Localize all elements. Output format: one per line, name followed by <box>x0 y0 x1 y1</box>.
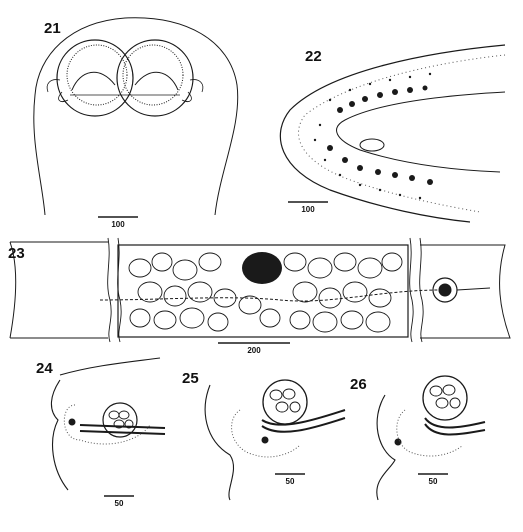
fig22-outer-edge <box>279 44 506 223</box>
fig23-tube <box>99 289 441 302</box>
fig24-vesicle <box>63 404 151 445</box>
fig26-duct <box>424 417 486 436</box>
fig24-pore <box>68 418 76 426</box>
fig25-duct <box>261 409 346 433</box>
fig23-break-left <box>107 237 122 343</box>
fig23-dark-mass <box>242 252 282 284</box>
fig22-vesicle <box>359 138 385 152</box>
fig26-number: 26 <box>350 376 367 393</box>
fig23-number: 23 <box>8 245 25 262</box>
fig24-scale-label: 50 <box>114 499 124 508</box>
fig21-head-outline <box>33 17 239 216</box>
fig21-eye-right <box>116 39 204 117</box>
fig23-body-outline <box>9 241 108 339</box>
fig23-body-right <box>420 244 511 339</box>
fig26-drawing <box>376 375 486 501</box>
fig21-number: 21 <box>44 20 61 37</box>
fig25-vesicle <box>231 409 301 458</box>
fig25-capsule <box>262 379 308 425</box>
fig21-drawing <box>33 17 239 216</box>
fig23-eggs <box>128 252 403 333</box>
fig24-coils <box>108 410 134 429</box>
fig24-capsule <box>102 402 138 438</box>
fig25-drawing <box>204 379 346 501</box>
fig26-vesicle <box>396 409 463 457</box>
fig25-scale-label: 50 <box>285 477 295 486</box>
fig24-duct <box>79 424 166 435</box>
fig24-number: 24 <box>36 360 53 377</box>
fig25-pore <box>261 436 269 444</box>
fig26-scale-label: 50 <box>428 477 438 486</box>
fig26-body-outline <box>376 394 396 501</box>
fig22-dots <box>313 72 433 200</box>
fig25-coils <box>269 388 301 413</box>
fig23-break-right <box>409 237 424 343</box>
fig23-bulb <box>432 277 491 303</box>
fig21-scale-label: 100 <box>111 220 125 229</box>
fig26-coils <box>429 384 461 409</box>
fig22-cuticle <box>298 54 506 213</box>
fig21-eye-left <box>46 39 134 117</box>
fig22-drawing <box>279 44 506 223</box>
fig22-inner-edge <box>336 91 506 173</box>
fig24-body-outline <box>50 357 161 491</box>
fig24-drawing <box>50 357 166 491</box>
fig26-pore <box>394 438 402 446</box>
fig22-scale-label: 100 <box>301 205 315 214</box>
fig25-number: 25 <box>182 370 199 387</box>
fig23-drawing <box>9 237 511 343</box>
fig23-scale-label: 200 <box>247 346 261 355</box>
fig25-body-outline <box>204 384 235 501</box>
fig26-capsule <box>422 375 468 421</box>
fig22-number: 22 <box>305 48 322 65</box>
